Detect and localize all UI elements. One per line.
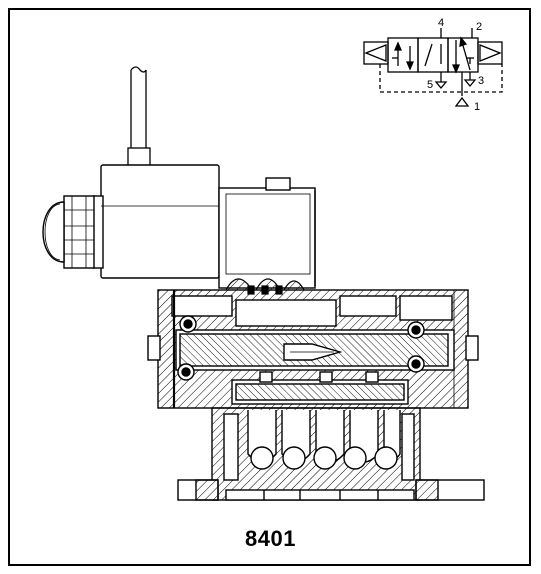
- port-label-5: 5: [427, 79, 433, 91]
- left-solenoid-triangle: [364, 44, 387, 62]
- port-label-2: 2: [476, 21, 482, 33]
- port-label-3: 3: [478, 75, 484, 87]
- solenoid-wire: [127, 66, 151, 167]
- valve-box-left: [387, 37, 419, 73]
- port-labels: 4 2 5 3 1: [427, 17, 484, 113]
- valve-box-middle: [417, 37, 449, 73]
- pneumatic-symbol: [363, 28, 503, 107]
- right-solenoid-box: [477, 41, 503, 65]
- port-label-4: 4: [438, 17, 444, 29]
- right-solenoid-triangle: [479, 44, 502, 62]
- operator-body: [218, 177, 316, 289]
- valve-body: [147, 289, 479, 409]
- model-number-label: 8401: [245, 526, 296, 551]
- solenoid-coil: [42, 164, 220, 279]
- port-label-1: 1: [474, 101, 480, 113]
- subbase: [177, 407, 485, 501]
